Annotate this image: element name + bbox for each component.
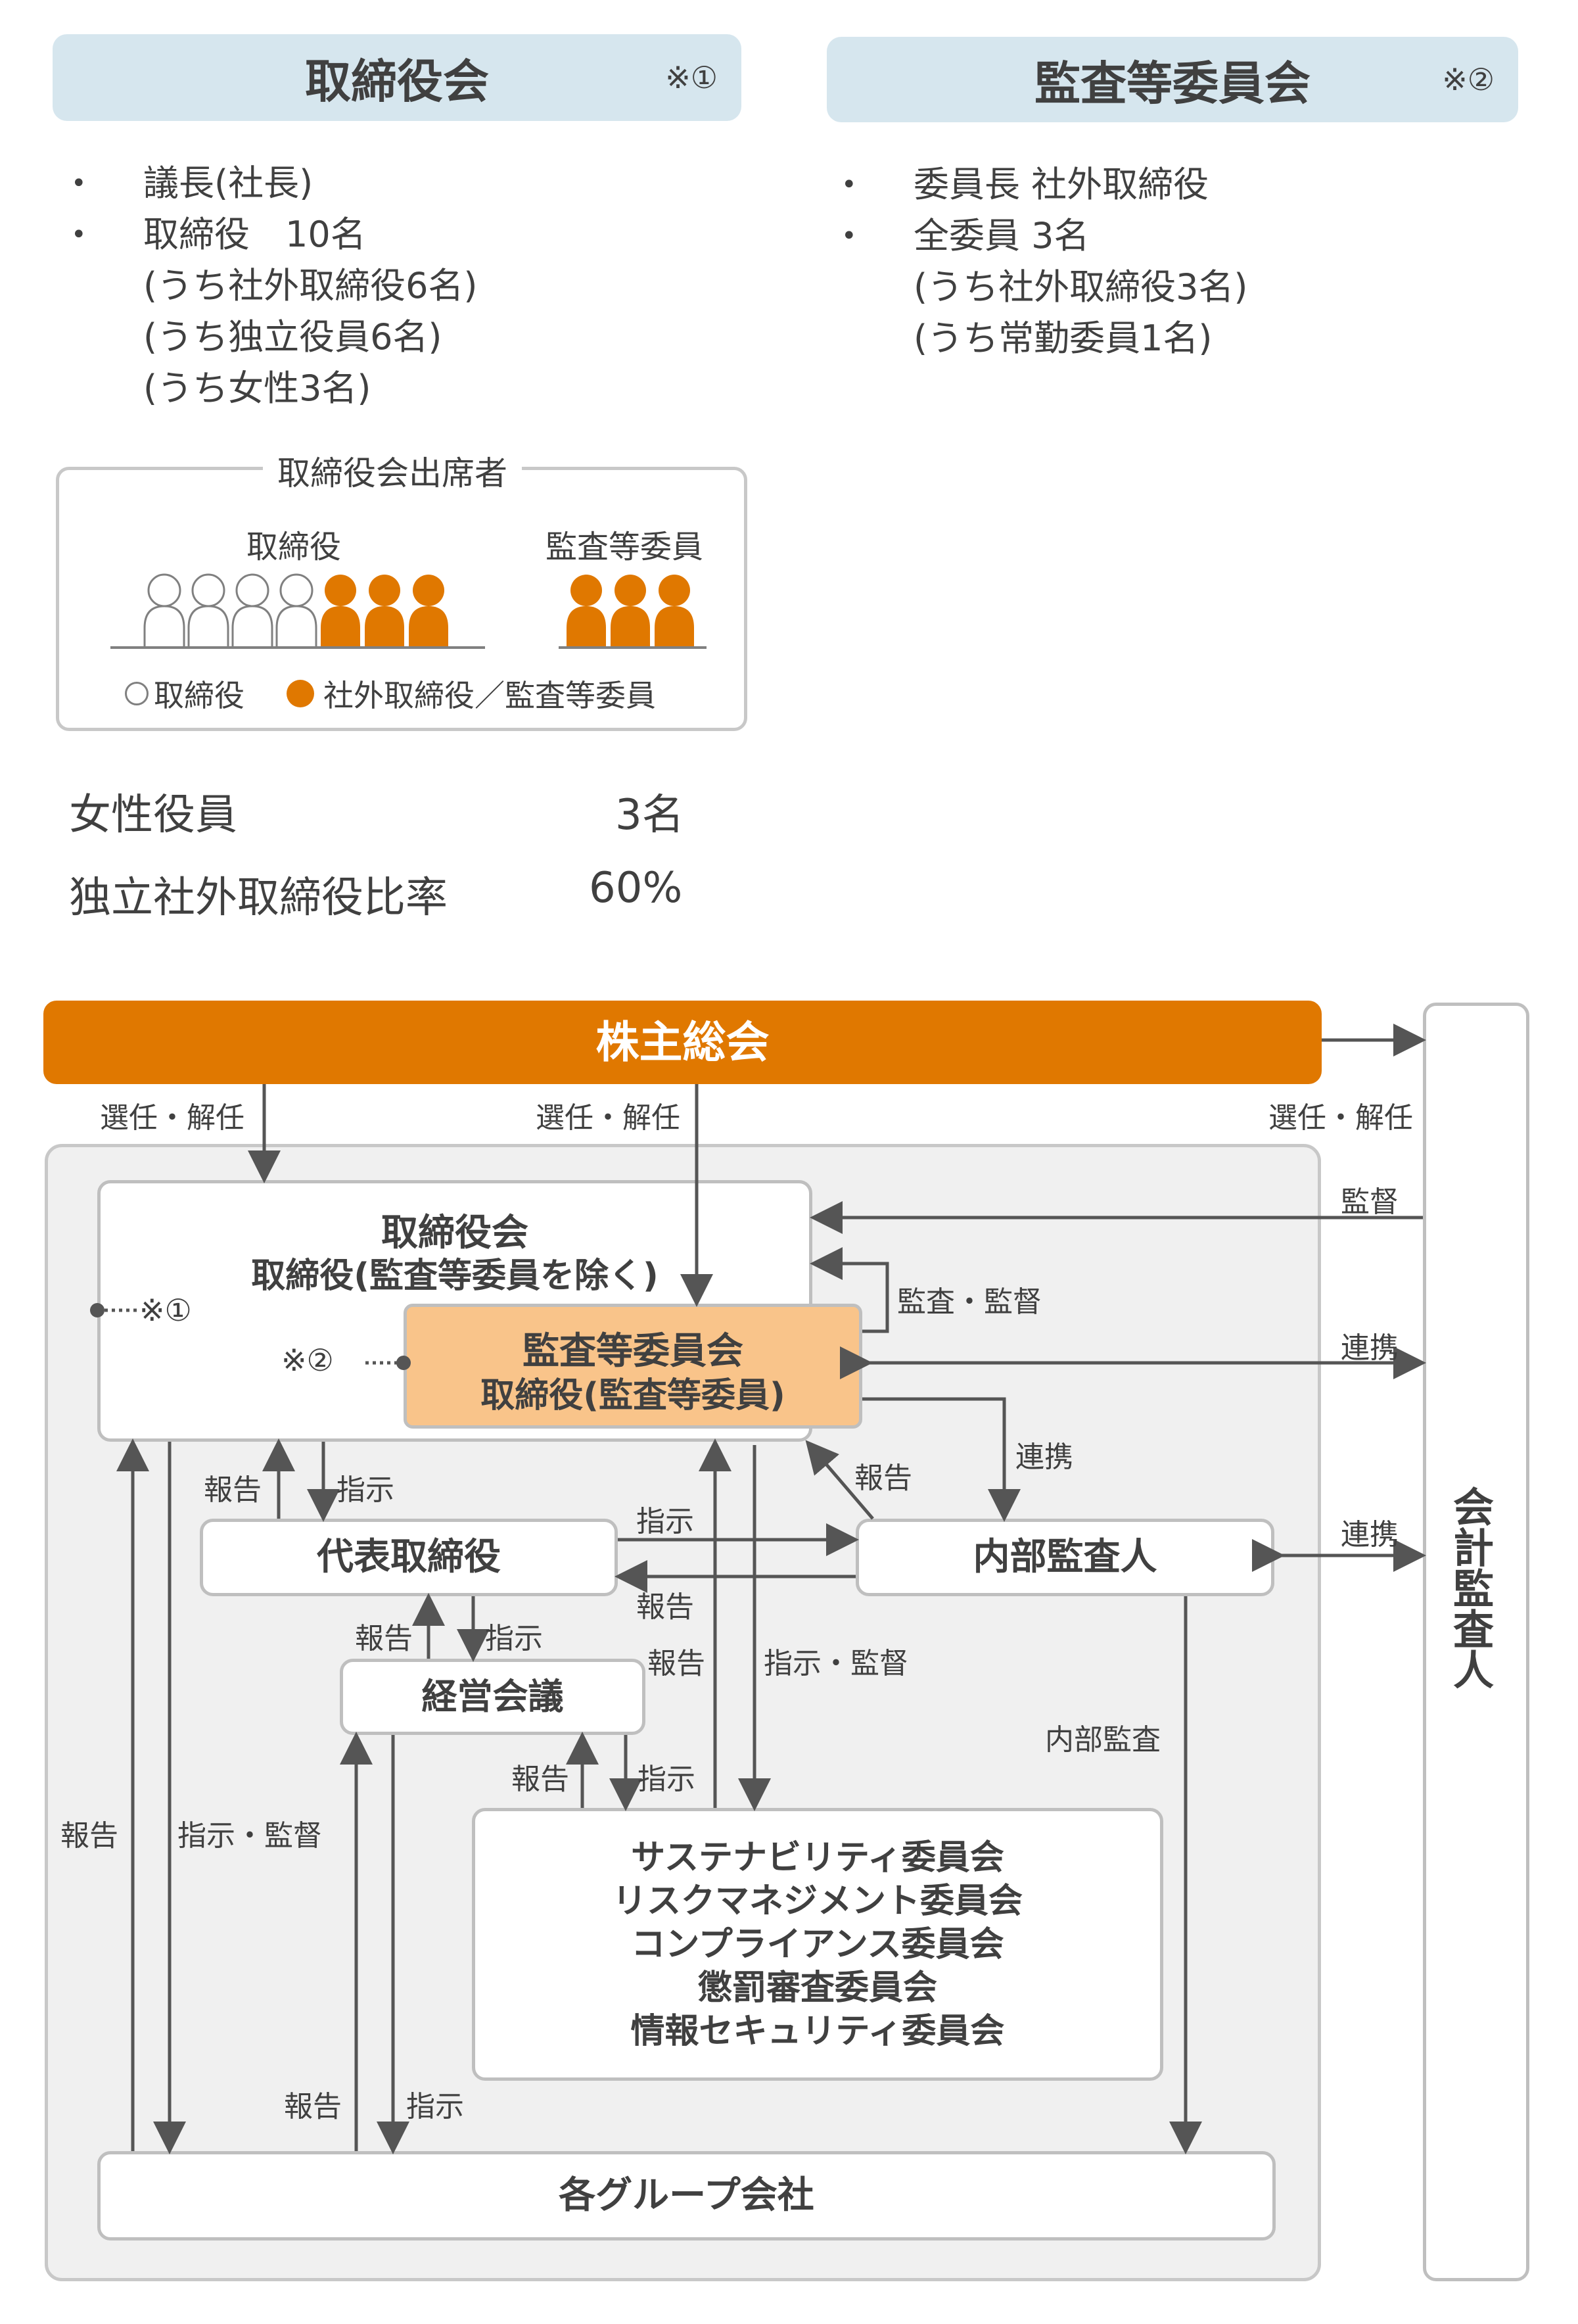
representative-director-label: 代表取締役 [317,1536,501,1578]
accounting-auditor-box: 会計監査人 [1423,1003,1529,2281]
audit-composition-list: •委員長 社外取締役 •全委員 3名 (うち社外取締役3名) (うち常勤委員1名… [829,159,1248,364]
list-item: •全委員 3名 [841,215,1090,256]
label-appoint-left: 選任・解任 [100,1101,244,1135]
stat-female-value: 3名 [615,791,684,840]
label-instruct-ia: 指示 [636,1505,694,1538]
label-instruct-supervise-comm: 指示・監督 [764,1647,908,1680]
label-coop-1: 連携 [1341,1331,1399,1365]
committee-item: サステナビリティ委員会 [631,1838,1004,1878]
internal-auditor-box: 内部監査人 [856,1519,1274,1596]
label-report-comm: 報告 [647,1647,705,1680]
label-instruct-comm2: 指示 [638,1763,695,1796]
label-report-mgmt: 報告 [355,1622,413,1655]
committee-item: 情報セキュリティ委員会 [630,2012,1005,2051]
committee-list: サステナビリティ委員会 リスクマネジメント委員会 コンプライアンス委員会 懲罰審… [475,1836,1160,2053]
stat-ratio-value: 60% [589,864,683,913]
label-instruct-group: 指示 [406,2090,464,2123]
list-item: •議長(社長) [71,162,313,204]
label-report-ia: 報告 [636,1590,694,1624]
board-title: 取締役会 [381,1212,528,1254]
attendance-title: 取締役会出席者 [263,447,522,494]
list-item: •取締役 10名 [71,214,366,255]
legend-filled-label: 社外取締役／監査等委員 [323,678,656,713]
legend-open-circle-icon [125,682,149,705]
label-coop-3: 連携 [1341,1518,1399,1552]
committees-box: サステナビリティ委員会 リスクマネジメント委員会 コンプライアンス委員会 懲罰審… [472,1808,1163,2081]
label-report-comm2: 報告 [511,1763,569,1796]
legend-filled-circle-icon [287,680,314,707]
audit-committee-title: 監査等委員会 [522,1330,743,1373]
internal-auditor-label: 内部監査人 [973,1536,1157,1578]
committee-item: リスクマネジメント委員会 [612,1882,1023,1921]
list-item: (うち女性3名) [143,368,371,409]
board-header-note: ※① [665,60,718,95]
board-subtitle: 取締役(監査等委員を除く) [251,1256,659,1296]
management-meeting-box: 経営会議 [340,1659,645,1735]
label-report-group: 報告 [284,2090,342,2123]
committee-item: 懲罰審査委員会 [697,1968,937,2008]
attendance-legend: 取締役 社外取締役／監査等委員 [125,672,656,715]
label-instruct-mgmt: 指示 [485,1622,543,1655]
stat-female-label: 女性役員 [69,791,237,840]
shareholders-meeting-label: 株主総会 [595,1017,770,1068]
group-companies-box: 各グループ会社 [97,2151,1276,2241]
list-item: (うち常勤委員1名) [914,318,1213,359]
audit-header-title: 監査等委員会 [1034,56,1311,110]
stat-ratio-label: 独立社外取締役比率 [69,874,448,922]
label-report-board: 報告 [204,1473,262,1507]
board-note: ※① [139,1292,192,1328]
label-report-left: 報告 [60,1819,118,1853]
management-meeting-label: 経営会議 [421,1676,564,1717]
audit-committee-box: 監査等委員会 取締役(監査等委員) [404,1304,862,1429]
list-item: •委員長 社外取締役 [841,164,1209,205]
group-companies-label: 各グループ会社 [559,2174,814,2217]
committee-item: コンプライアンス委員会 [631,1925,1004,1964]
audit-note: ※② [281,1342,334,1378]
label-instruct-supervise-left: 指示・監督 [177,1819,322,1853]
accounting-auditor-label: 会計監査人 [1446,1486,1494,1690]
list-item: (うち社外取締役6名) [143,265,478,306]
label-appoint-right: 選任・解任 [1268,1101,1413,1135]
audit-committee-subtitle: 取締役(監査等委員) [480,1376,785,1415]
board-composition-list: •議長(社長) •取締役 10名 (うち社外取締役6名) (うち独立役員6名) … [59,158,478,414]
board-header: 取締役会 ※① [53,34,741,121]
audit-header-note: ※② [1442,62,1495,97]
shareholders-meeting-box: 株主総会 [43,1001,1322,1084]
label-supervise: 監督 [1341,1185,1399,1219]
list-item: (うち独立役員6名) [143,316,442,358]
label-internal-audit: 内部監査 [1045,1723,1161,1757]
legend-open-label: 取締役 [154,678,244,713]
audit-header: 監査等委員会 ※② [827,37,1518,122]
list-item: (うち社外取締役3名) [914,266,1248,308]
label-instruct-board: 指示 [336,1473,394,1507]
label-report-ia-audit: 報告 [854,1461,912,1495]
attendance-directors-label: 取締役 [246,529,342,565]
attendance-audit-label: 監査等委員 [545,529,704,565]
label-coop-2: 連携 [1015,1440,1073,1474]
representative-director-box: 代表取締役 [200,1519,618,1596]
label-audit-supervise: 監査・監督 [897,1285,1042,1319]
label-appoint-mid: 選任・解任 [536,1101,680,1135]
board-header-title: 取締役会 [305,54,489,108]
